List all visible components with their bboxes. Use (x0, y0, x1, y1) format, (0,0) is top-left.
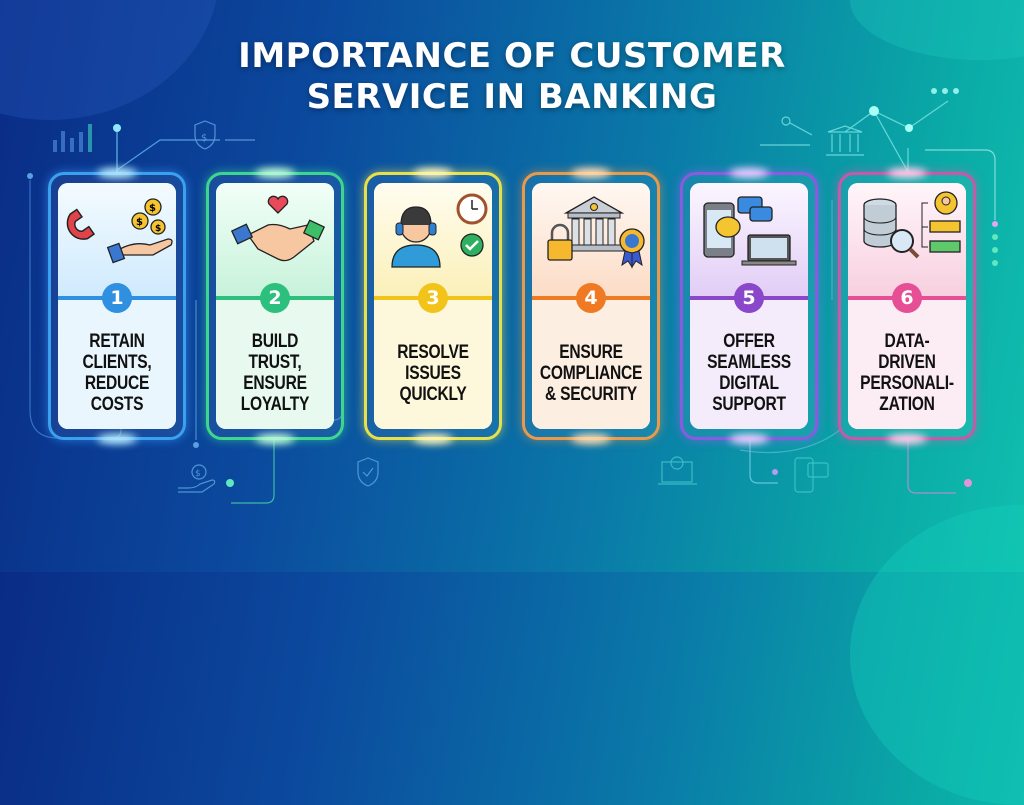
background-decorations: $ $ (27, 88, 998, 504)
hand-dollar-icon: $ (178, 464, 216, 493)
laptop-award-icon (658, 456, 697, 485)
headset-agent-clock-check-icon (391, 193, 488, 268)
glow-dots (27, 88, 998, 487)
svg-text:$: $ (201, 133, 207, 144)
svg-text:$: $ (149, 203, 156, 214)
bar-chart-icon (53, 124, 92, 152)
step-number-badge: 6 (892, 283, 922, 313)
shield-dollar-icon: $ (194, 120, 216, 150)
step-number-badge: 2 (260, 283, 290, 313)
database-analytics-profile-icon (863, 191, 961, 259)
svg-text:$: $ (136, 217, 143, 228)
shield-check-icon (357, 457, 379, 487)
magnet-coins-hand-icon: $ $ $ (66, 198, 173, 264)
phone-chat-icon (794, 457, 829, 493)
network-graph-icon (760, 100, 996, 220)
phone-chat-laptop-icon (703, 196, 797, 266)
svg-text:$: $ (155, 224, 161, 234)
bank-building-icon (826, 125, 864, 156)
title-line-1: IMPORTANCE OF CUSTOMER (238, 36, 786, 76)
page-title: IMPORTANCE OF CUSTOMER SERVICE IN BANKIN… (0, 36, 1024, 118)
step-number-badge: 5 (734, 283, 764, 313)
svg-text:$: $ (195, 469, 201, 479)
handshake-heart-icon (230, 195, 326, 262)
bank-lock-badge-icon (547, 196, 645, 269)
title-line-2: SERVICE IN BANKING (306, 77, 718, 117)
step-number-badge: 3 (418, 283, 448, 313)
step-number-badge: 1 (102, 283, 132, 313)
step-number-badge: 4 (576, 283, 606, 313)
